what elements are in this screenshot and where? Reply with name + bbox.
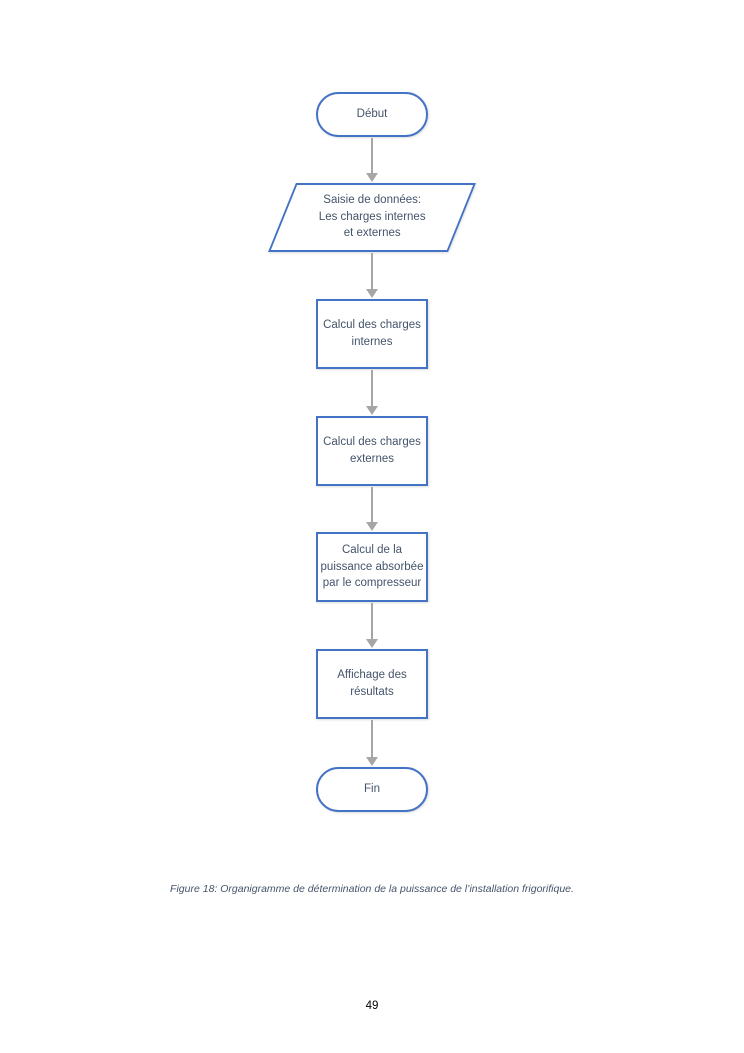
- arrow-head-icon: [366, 406, 378, 415]
- flow-arrow-5: [366, 603, 378, 648]
- arrow-shaft: [370, 487, 374, 522]
- node-label-calc-internes: Calcul des charges internes: [323, 319, 421, 348]
- arrow-shaft: [370, 253, 374, 289]
- flow-arrow-2: [366, 253, 378, 298]
- arrow-head-icon: [366, 289, 378, 298]
- arrow-shaft: [370, 138, 374, 173]
- node-label-start: Début: [356, 108, 388, 121]
- node-label-calc-puissance: Calcul de la puissance absorbée par le c…: [320, 543, 424, 590]
- flowchart-node-affichage: Affichage des résultats: [316, 649, 428, 719]
- figure-caption: Figure 18: Organigramme de détermination…: [170, 883, 574, 895]
- flowchart-node-calc-puissance: Calcul de la puissance absorbée par le c…: [316, 532, 428, 602]
- flow-arrow-3: [366, 370, 378, 415]
- arrow-head-icon: [366, 522, 378, 531]
- arrow-shaft: [370, 370, 374, 406]
- flowchart-node-calc-internes: Calcul des charges internes: [316, 299, 428, 369]
- node-label-input: Saisie de données: Les charges internes …: [318, 194, 426, 240]
- flowchart-node-calc-externes: Calcul des charges externes: [316, 416, 428, 486]
- node-label-calc-externes: Calcul des charges externes: [323, 436, 421, 465]
- node-label-affichage: Affichage des résultats: [337, 669, 407, 698]
- arrow-head-icon: [366, 639, 378, 648]
- node-label-end: Fin: [364, 783, 380, 796]
- flow-arrow-6: [366, 720, 378, 766]
- flowchart-node-start: Début: [316, 92, 428, 137]
- flowchart-node-end: Fin: [316, 767, 428, 812]
- flowchart-node-input: Saisie de données: Les charges internes …: [268, 183, 476, 252]
- page-number: 49: [365, 1000, 379, 1012]
- arrow-head-icon: [366, 173, 378, 182]
- arrow-shaft: [370, 720, 374, 757]
- flow-arrow-1: [366, 138, 378, 182]
- arrow-shaft: [370, 603, 374, 639]
- arrow-head-icon: [366, 757, 378, 766]
- flow-arrow-4: [366, 487, 378, 531]
